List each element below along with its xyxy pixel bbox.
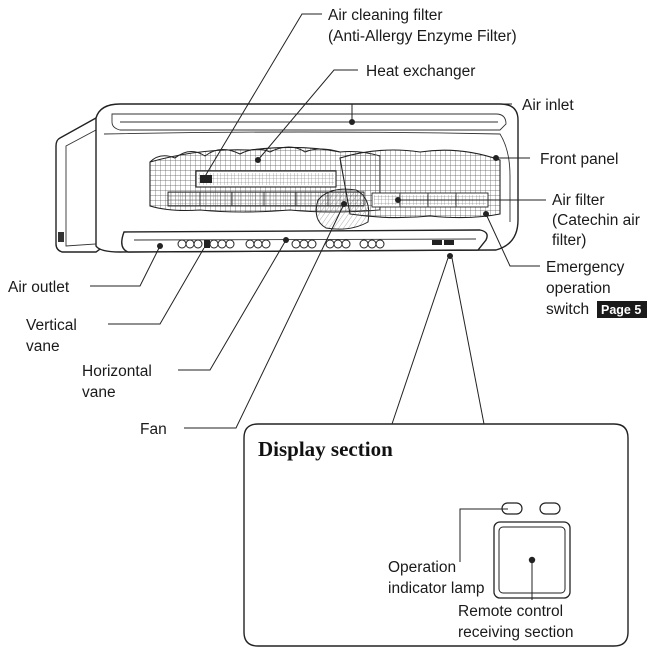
label-vertical-vane: Vertical	[26, 317, 77, 334]
label-fan: Fan	[140, 421, 167, 438]
label-air-cleaning-filter-sub: (Anti-Allergy Enzyme Filter)	[328, 28, 517, 45]
label-heat-exchanger: Heat exchanger	[366, 63, 475, 80]
label-air-filter-sub1: (Catechin air	[552, 212, 640, 229]
label-operation-lamp: Operation	[388, 559, 456, 576]
label-emergency-switch: switch	[546, 301, 589, 318]
label-vertical-vane-sub: vane	[26, 338, 60, 355]
label-remote-receiver: Remote control	[458, 603, 563, 620]
leader-lines	[90, 13, 546, 429]
label-front-panel: Front panel	[540, 151, 618, 168]
label-horizontal-vane: Horizontal	[82, 363, 152, 380]
label-horizontal-vane-sub: vane	[82, 384, 116, 401]
indoor-unit	[55, 103, 519, 259]
vertical-vanes	[177, 239, 385, 249]
label-air-inlet: Air inlet	[522, 97, 574, 114]
operation-lamp-right	[539, 502, 561, 515]
label-emergency: Emergency	[546, 259, 625, 276]
unit-side-cap	[55, 117, 105, 253]
label-air-filter-sub2: filter)	[552, 232, 586, 249]
page-ref-badge	[597, 301, 647, 318]
side-indicator	[58, 232, 64, 242]
label-operation-lamp-sub: indicator lamp	[388, 580, 485, 597]
label-air-cleaning-filter: Air cleaning filter	[328, 7, 443, 24]
remote-receiver-dot	[528, 556, 536, 564]
page-ref-text[interactable]: Page 5	[601, 303, 641, 317]
front-panel-edge	[103, 131, 511, 222]
display-section-title: Display section	[258, 437, 393, 461]
air-filter-panel	[339, 149, 501, 219]
air-inlet-slot	[111, 113, 507, 131]
label-air-outlet: Air outlet	[8, 279, 70, 296]
label-remote-receiver-sub: receiving section	[458, 624, 573, 641]
display-section-callout: Display section Operation indicator lamp…	[243, 423, 629, 647]
label-emergency-operation: operation	[546, 280, 611, 297]
unit-display-indicator	[432, 240, 442, 245]
label-air-filter: Air filter	[552, 192, 605, 209]
leader-dots	[157, 119, 499, 259]
